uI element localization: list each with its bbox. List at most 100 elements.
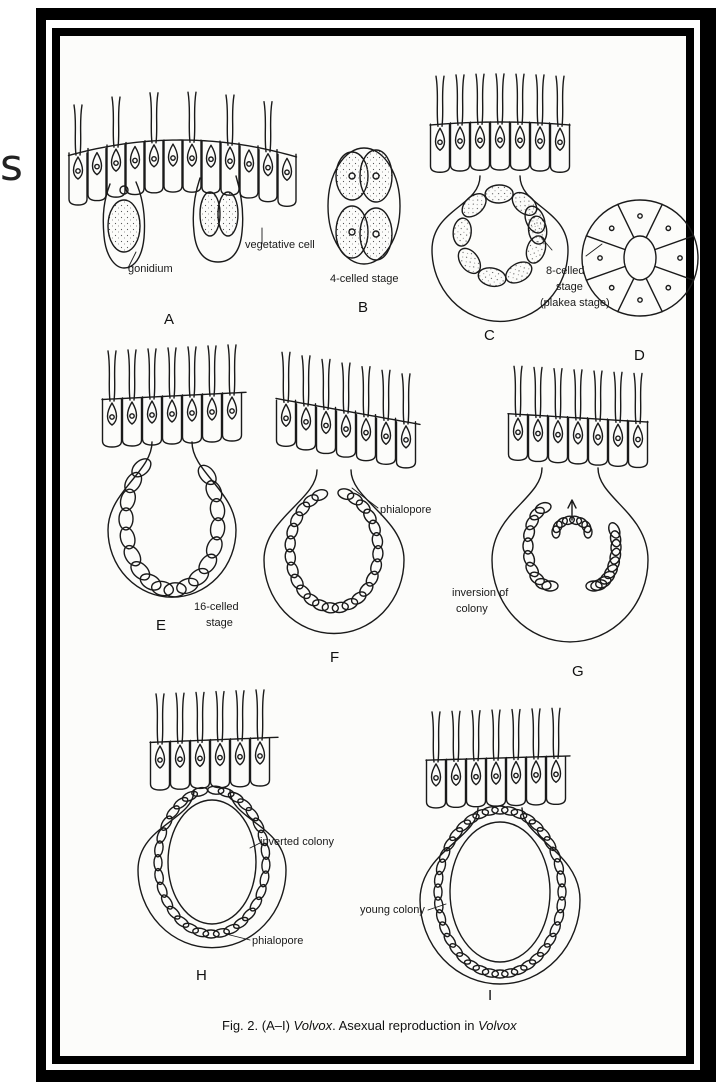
embryo-cell <box>302 591 321 608</box>
label-stage-c: stage <box>556 281 583 293</box>
cell-nucleus <box>285 170 289 174</box>
cell-protoplast <box>614 424 623 446</box>
embryo-cell <box>482 968 499 978</box>
vegetative-cell-wall <box>507 758 526 806</box>
cell-protoplast <box>169 144 178 166</box>
flagellum <box>534 367 536 417</box>
cell-nucleus <box>171 156 175 160</box>
vesicle-outline <box>420 808 580 984</box>
label-colony: colony <box>456 603 488 615</box>
cell-protoplast <box>112 149 121 171</box>
cell-protoplast <box>168 400 177 422</box>
vegetative-cell-wall <box>427 760 446 808</box>
cell-nucleus <box>228 159 232 163</box>
cell-protoplast <box>516 126 525 148</box>
flagellum <box>236 691 238 741</box>
cell-protoplast <box>574 422 583 444</box>
vegetative-cell-wall <box>211 740 230 788</box>
flagellum <box>270 102 272 152</box>
flagellum <box>134 350 136 400</box>
colony-surface-line <box>150 737 278 742</box>
cell-nucleus <box>576 434 580 438</box>
flagellum <box>108 351 110 401</box>
cell-nucleus <box>284 416 288 420</box>
cell-protoplast <box>264 154 273 176</box>
flagellum <box>118 97 120 147</box>
flagellum <box>348 363 350 413</box>
flagellum <box>216 692 218 742</box>
vegetative-cell-wall <box>163 396 182 444</box>
vegetative-cell-wall <box>203 394 222 442</box>
panel-d: D <box>634 347 645 364</box>
cell-protoplast <box>150 145 159 167</box>
flagellum <box>302 356 304 406</box>
panel-letter-e: E <box>156 617 166 634</box>
embryo-cell <box>337 487 355 501</box>
cell-nucleus <box>247 162 251 166</box>
flagellum <box>156 694 158 744</box>
panel-letter-i: I <box>488 987 492 1004</box>
vegetative-cell-wall <box>103 399 122 447</box>
vegetative-cell-wall <box>527 757 546 805</box>
flagellum <box>194 92 196 142</box>
inner-cavity <box>450 822 550 962</box>
cell-nucleus <box>230 409 234 413</box>
flagellum <box>214 346 216 396</box>
panel-g: inversion of colony G <box>452 587 584 680</box>
vegetative-cell-wall <box>629 421 648 467</box>
cell-nucleus <box>494 774 498 778</box>
flagellum <box>552 708 554 758</box>
flagellum <box>482 74 484 124</box>
vegetative-cell-wall <box>529 415 548 461</box>
embryo-cell <box>434 884 442 900</box>
caption-prefix: Fig. 2. (A–I) <box>222 1018 294 1033</box>
cell-protoplast <box>156 746 165 768</box>
cell-nucleus <box>516 430 520 434</box>
flagellum <box>580 370 582 420</box>
vegetative-cell-wall <box>337 411 356 457</box>
cell-nucleus <box>158 758 162 762</box>
vegetative-cell-wall <box>377 418 396 464</box>
flagellum <box>594 371 596 421</box>
embryo-cell <box>611 539 622 555</box>
cell-protoplast <box>236 743 245 765</box>
panel-b-art <box>328 148 400 264</box>
label-phialopore-f: phialopore <box>380 504 431 516</box>
label-vegetative-cell: vegetative cell <box>245 239 315 251</box>
vegetative-cell-wall <box>277 400 296 446</box>
cell-protoplast <box>382 422 391 444</box>
flagellum <box>362 367 364 417</box>
flagellum <box>498 710 500 760</box>
flagellum <box>388 370 390 420</box>
label-inverted-colony: inverted colony <box>260 836 334 848</box>
vegetative-cell-wall <box>547 756 566 804</box>
vegetative-cell-wall <box>451 123 470 171</box>
flagellum <box>74 105 76 155</box>
vegetative-cell-wall <box>251 738 270 786</box>
cell-nucleus <box>536 431 540 435</box>
flagellum <box>228 345 230 395</box>
flagellum <box>522 74 524 124</box>
flagellum <box>328 359 330 409</box>
embryo-cell <box>227 790 245 804</box>
flagellum <box>188 347 190 397</box>
leader-line <box>226 934 250 940</box>
cell-nucleus <box>434 776 438 780</box>
cell-protoplast <box>245 150 254 172</box>
flagellum <box>322 359 324 409</box>
vegetative-cell-wall <box>183 395 202 443</box>
embryo-cell <box>371 532 383 549</box>
embryo-cell <box>501 806 518 816</box>
cell-nucleus <box>558 140 562 144</box>
flagellum <box>512 710 514 760</box>
flagellum <box>558 708 560 758</box>
panel-f-art <box>264 352 420 633</box>
cell-protoplast <box>402 426 411 448</box>
cell-protoplast <box>283 158 292 180</box>
cell-nucleus <box>114 161 118 165</box>
panel-h-art <box>138 690 286 948</box>
cell-nucleus <box>304 420 308 424</box>
cell-protoplast <box>496 126 505 148</box>
cell-nucleus <box>95 164 99 168</box>
